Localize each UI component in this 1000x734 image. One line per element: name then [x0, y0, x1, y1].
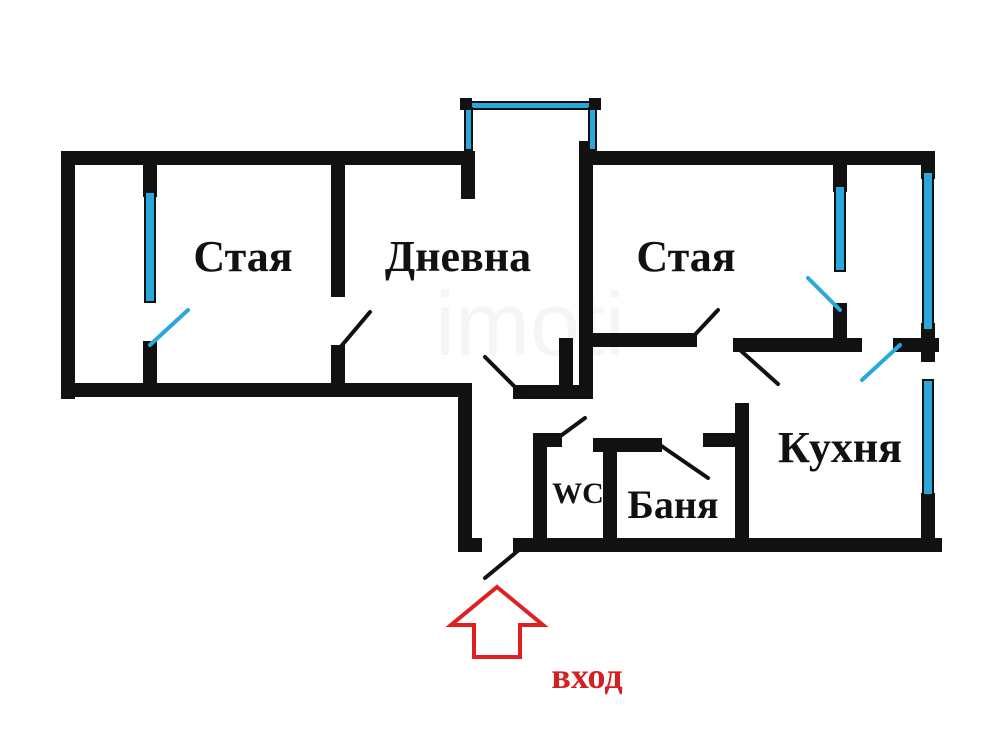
door	[688, 308, 720, 342]
doors	[148, 276, 902, 580]
watermark: imoti	[435, 275, 625, 375]
door	[483, 543, 527, 580]
window	[922, 379, 934, 496]
entrance-label: вход	[551, 656, 622, 696]
door	[553, 416, 587, 442]
room-label-right: Стая	[636, 232, 735, 281]
door	[658, 443, 710, 480]
door	[483, 355, 522, 394]
window	[922, 171, 934, 331]
door	[336, 310, 372, 352]
door	[148, 308, 190, 347]
room-label-left: Стая	[193, 232, 292, 281]
door	[860, 343, 902, 382]
room-label-kitchen: Кухня	[778, 423, 902, 472]
door	[806, 276, 842, 312]
room-label-wc: WC	[552, 477, 604, 510]
door	[738, 348, 780, 386]
room-label-bathroom: Баня	[627, 482, 718, 527]
balcony-window	[460, 98, 601, 151]
window	[144, 191, 156, 303]
walls	[61, 141, 942, 552]
window	[834, 185, 846, 272]
windows	[144, 98, 934, 496]
room-label-living: Дневна	[385, 232, 531, 281]
up-arrow-icon	[445, 584, 549, 659]
